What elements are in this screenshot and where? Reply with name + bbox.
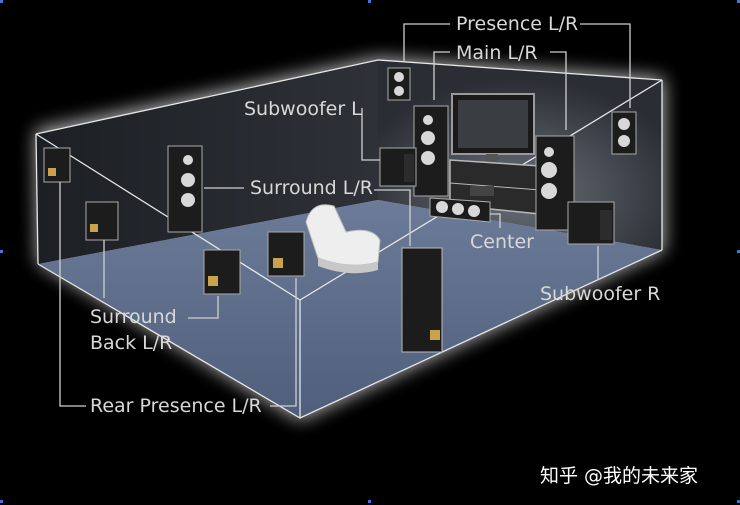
rear-presence-label: Rear Presence L/R	[90, 395, 262, 417]
left-wall	[36, 60, 378, 264]
floor	[38, 200, 662, 418]
center-speaker	[429, 197, 491, 223]
presence-label: Presence L/R	[456, 13, 579, 35]
rear-presence-right-speaker	[267, 231, 305, 277]
surround-left-speaker	[167, 145, 203, 233]
callout-lines	[59, 23, 631, 407]
surround-back-right-speaker	[203, 249, 241, 295]
subwoofer-right	[567, 201, 615, 245]
subwoofer-l-label: Subwoofer L	[244, 98, 362, 120]
presence-right-speaker	[611, 111, 637, 155]
subwoofer-left	[379, 147, 417, 187]
surround-back-left-speaker	[85, 201, 119, 241]
subwoofer-r-label: Subwoofer R	[540, 283, 661, 305]
center-label: Center	[470, 231, 534, 253]
listening-chair	[305, 204, 381, 274]
surround-label: Surround L/R	[250, 177, 373, 199]
rear-presence-left-speaker	[43, 147, 71, 183]
presence-left-speaker	[387, 67, 411, 101]
surround-right-speaker	[401, 247, 443, 353]
main-left-speaker	[413, 105, 449, 197]
watermark: 知乎 @我的未来家	[540, 465, 699, 487]
surround-back-label-line1: Surround	[90, 306, 177, 328]
main-label: Main L/R	[456, 42, 538, 64]
tv-set	[449, 93, 541, 215]
surround-back-label-line2: Back L/R	[90, 332, 173, 354]
